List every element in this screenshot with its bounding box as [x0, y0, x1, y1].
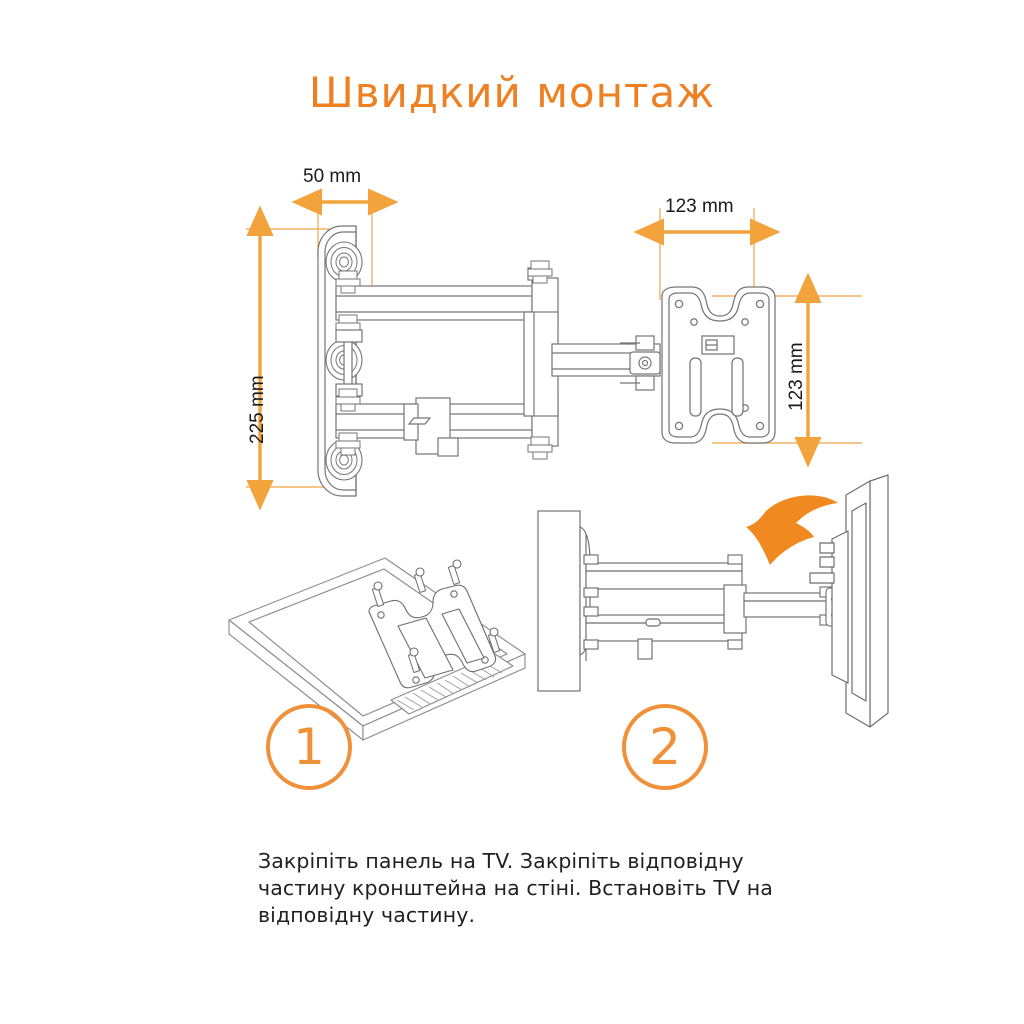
step-one-badge: 1 — [266, 704, 352, 790]
page-title: Швидкий монтаж — [308, 68, 716, 117]
dimension-label-123mm-width: 123 mm — [665, 196, 734, 217]
step-one-illustration — [228, 557, 526, 741]
step-two-number: 2 — [622, 704, 708, 790]
step-one-number: 1 — [266, 704, 352, 790]
dimension-label-123mm-height: 123 mm — [786, 342, 807, 411]
technical-drawing-top — [246, 188, 862, 511]
dimension-label-225mm: 225 mm — [247, 375, 268, 444]
dimension-label-50mm: 50 mm — [303, 166, 362, 187]
step-two-illustration — [537, 474, 889, 728]
instruction-caption: Закріпіть панель на TV. Закріпіть відпов… — [258, 849, 773, 927]
step-two-badge: 2 — [622, 704, 708, 790]
rotate-arrow-icon — [746, 495, 838, 565]
